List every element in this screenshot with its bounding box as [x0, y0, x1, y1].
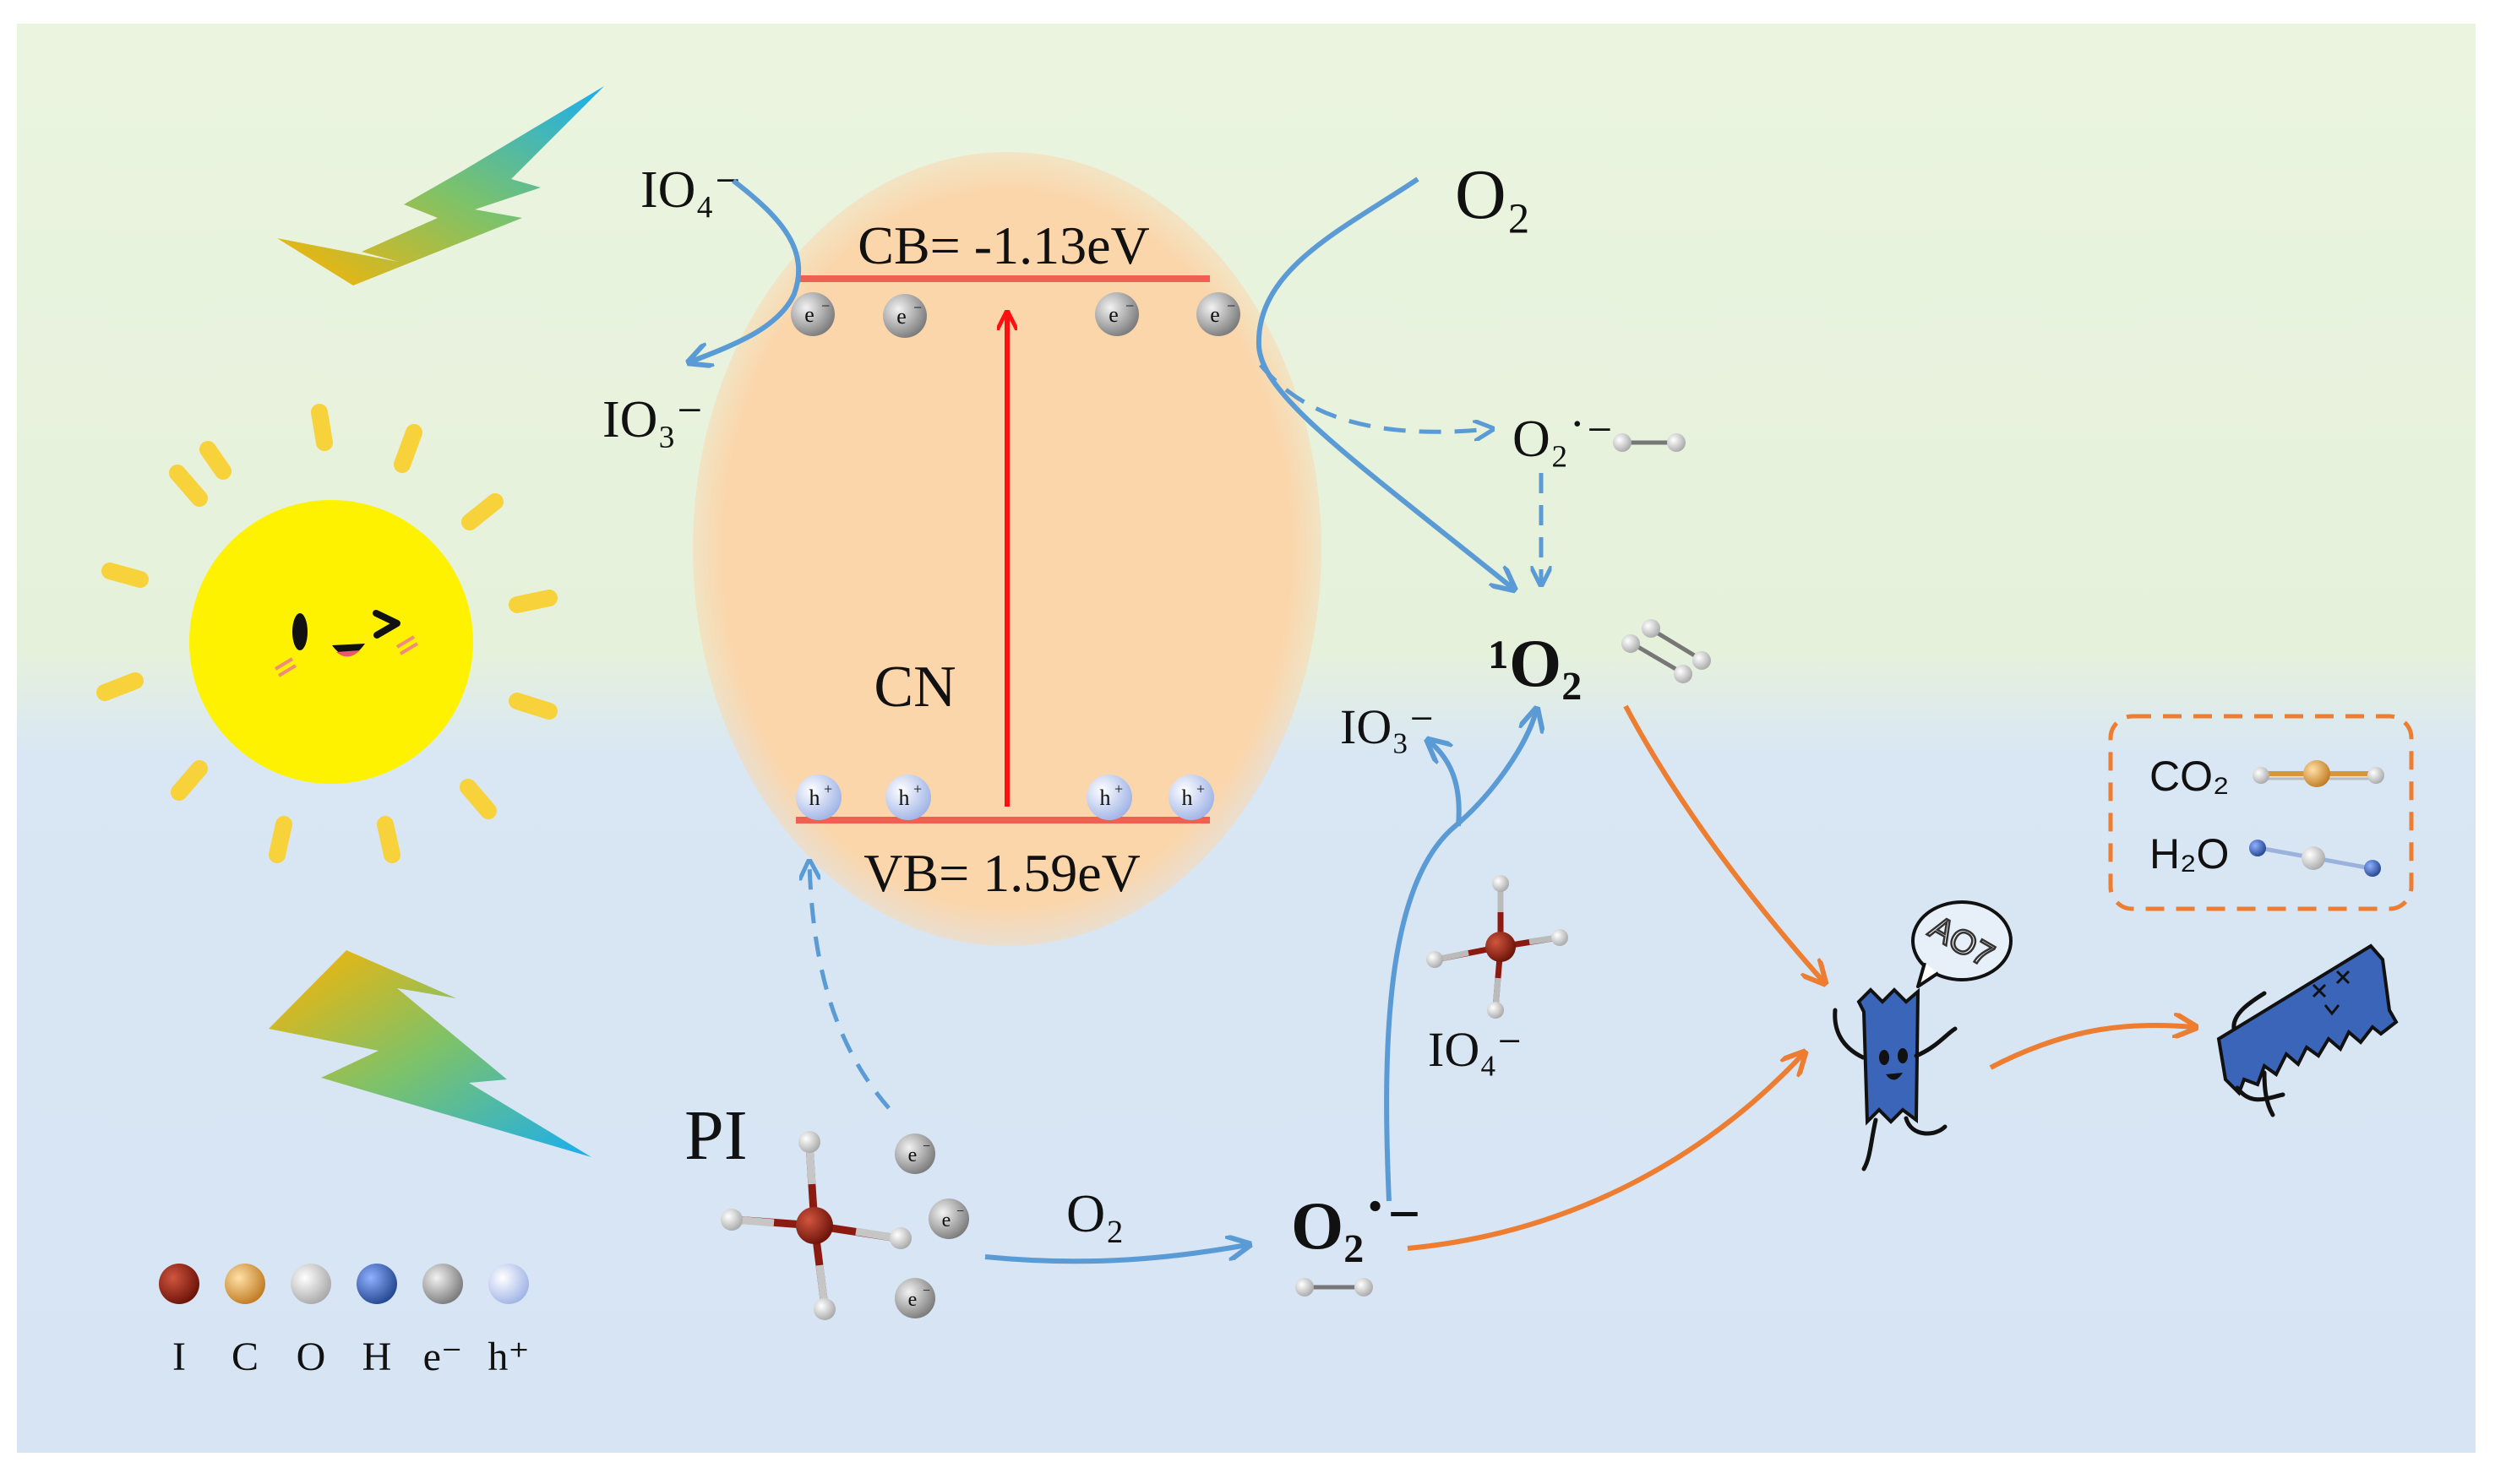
- legend-label-2: O: [297, 1335, 326, 1379]
- products-box: [2108, 714, 2414, 911]
- lightning-bolt-bottom: [269, 950, 591, 1157]
- hole-particle: h+: [885, 775, 931, 820]
- pollutant-speech-bubble: AO7: [1911, 900, 2013, 988]
- svg-text:e: e: [908, 1289, 918, 1311]
- arrow-singlet-to-pollutant: [1623, 704, 1823, 981]
- svg-text:e: e: [1109, 302, 1119, 327]
- svg-text:+: +: [824, 780, 832, 797]
- arrow-pollutant-to-products: [1989, 1025, 2193, 1070]
- electron-particle: e−: [883, 294, 927, 338]
- legend-label-4: e⁻: [423, 1335, 463, 1379]
- legend-swatch-0: [159, 1264, 199, 1304]
- species-superoxide-bottom: O₂˙⁻: [1291, 1189, 1422, 1264]
- product-h2o-label: H₂O: [2149, 830, 2229, 878]
- legend-label-0: I: [172, 1335, 186, 1379]
- lightning-bolt-top: [277, 86, 604, 285]
- species-io3-top: IO₃⁻: [602, 391, 704, 448]
- hole-particle: h+: [1087, 775, 1132, 820]
- svg-text:e: e: [942, 1209, 951, 1231]
- semiconductor-label: CN: [874, 655, 956, 720]
- svg-text:h: h: [809, 785, 820, 810]
- svg-text:−: −: [821, 297, 830, 314]
- vb-label: VB= 1.59eV: [863, 843, 1141, 903]
- legend-swatch-5: [488, 1264, 529, 1304]
- periodate-molecule-pi: [721, 1131, 912, 1320]
- pi-electrons: e− e− e−: [895, 1133, 969, 1318]
- svg-text:−: −: [1227, 297, 1235, 314]
- product-co2-label: CO₂: [2149, 753, 2229, 800]
- legend-swatch-1: [225, 1264, 265, 1304]
- species-io4-mid: IO₄⁻: [1428, 1022, 1523, 1077]
- arrow-superoxide-to-singlet-bottom: [1384, 711, 1536, 1202]
- legend-label-3: H: [362, 1335, 392, 1379]
- arrow-io4-to-io3: [691, 178, 802, 361]
- electron-particle: e−: [929, 1199, 969, 1239]
- legend-swatch-3: [357, 1264, 397, 1304]
- species-o2-top: O₂: [1455, 155, 1531, 234]
- svg-text:h: h: [1182, 785, 1193, 810]
- electron-particle: e−: [1095, 292, 1139, 336]
- arrow-o2-to-cb: [1256, 177, 1512, 588]
- species-io4-top: IO₄⁻: [640, 161, 742, 219]
- oxygen-molecule-pair: [1621, 619, 1711, 683]
- species-superoxide-right: O₂˙⁻: [1512, 410, 1614, 468]
- cb-electrons: e− e− e− e−: [791, 292, 1240, 338]
- svg-text:−: −: [923, 1139, 930, 1154]
- arrow-superoxide-to-pollutant: [1407, 1054, 1803, 1251]
- arrow-cb-to-superoxide: [1259, 363, 1490, 432]
- electron-particle: e−: [791, 292, 835, 336]
- svg-text:e: e: [908, 1144, 918, 1166]
- svg-text:+: +: [1114, 780, 1123, 797]
- legend-label-1: C: [232, 1335, 259, 1379]
- legend-swatch-2: [291, 1264, 331, 1304]
- electron-particle: e−: [895, 1278, 935, 1318]
- arrow-to-io3-mid: [1430, 742, 1462, 827]
- svg-text:−: −: [913, 299, 922, 316]
- legend-swatch-4: [422, 1264, 463, 1304]
- sun-icon: [96, 404, 558, 863]
- h2o-molecule: [2249, 840, 2381, 877]
- pollutant-character: [1833, 987, 1958, 1171]
- arrow-pi-to-vb: [809, 863, 891, 1110]
- svg-text:e: e: [1210, 302, 1220, 327]
- svg-text:e: e: [896, 304, 907, 329]
- species-io3-mid: IO₃⁻: [1340, 699, 1435, 754]
- svg-text:h: h: [1100, 785, 1111, 810]
- oxygen-molecule-right: [1613, 433, 1686, 452]
- hole-particle: h+: [796, 775, 842, 820]
- cb-label: CB= -1.13eV: [858, 215, 1149, 275]
- arrow-o2-to-superoxide-bottom: [984, 1245, 1247, 1264]
- periodate-molecule-mid: [1426, 875, 1568, 1019]
- svg-text:+: +: [1196, 780, 1205, 797]
- svg-text:+: +: [913, 780, 922, 797]
- svg-text:h: h: [899, 785, 910, 810]
- hole-particle: h+: [1169, 775, 1214, 820]
- degraded-pollutant-character: [2216, 943, 2399, 1117]
- legend-label-5: h⁺: [488, 1335, 529, 1379]
- svg-text:−: −: [923, 1284, 930, 1298]
- electron-particle: e−: [1196, 292, 1240, 336]
- svg-text:−: −: [956, 1204, 964, 1219]
- species-o2-bottom: O₂: [1066, 1183, 1125, 1243]
- vb-holes: h+ h+ h+ h+: [796, 775, 1214, 820]
- oxygen-molecule-bottom: [1295, 1278, 1373, 1296]
- svg-text:e: e: [804, 302, 814, 327]
- species-singlet-oxygen: ¹O₂: [1489, 627, 1582, 701]
- species-pi-label: PI: [684, 1096, 748, 1175]
- svg-text:−: −: [1125, 297, 1134, 314]
- co2-molecule: [2253, 760, 2384, 787]
- electron-particle: e−: [895, 1133, 935, 1174]
